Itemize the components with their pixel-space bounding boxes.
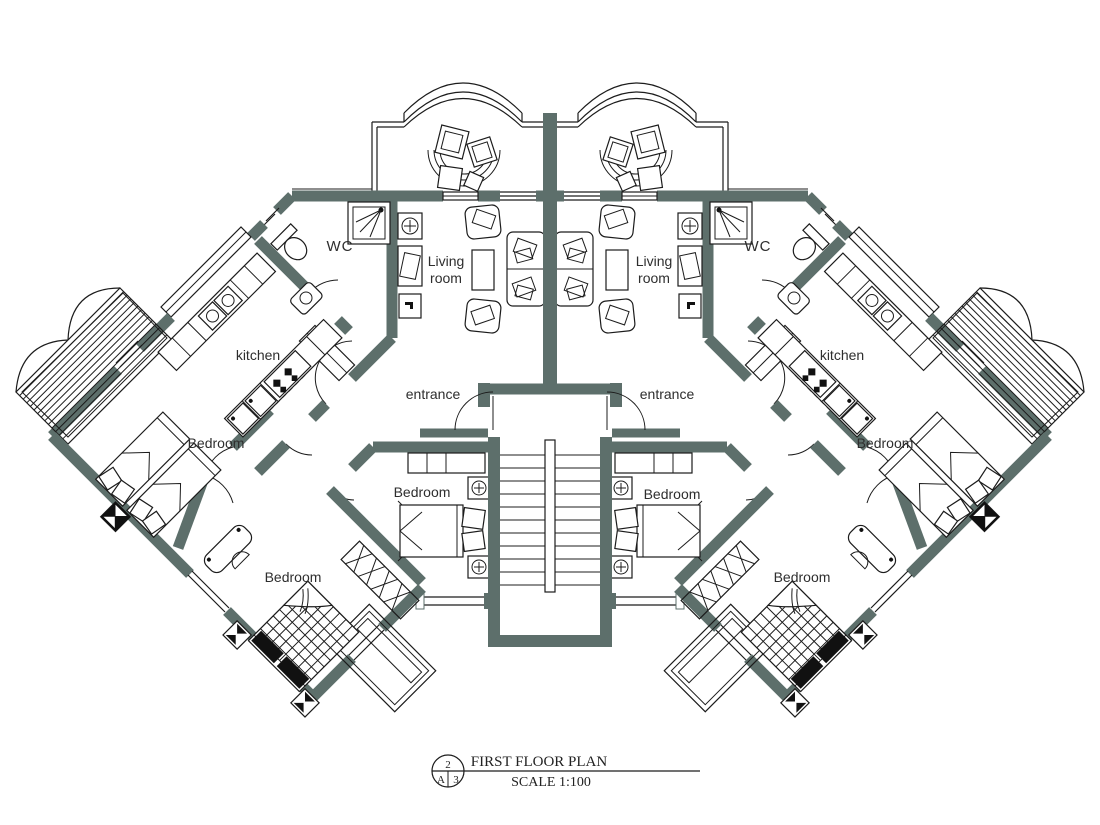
drawing-scale: SCALE 1:100 xyxy=(511,775,591,790)
wing-nw-wall xyxy=(48,313,175,440)
closet xyxy=(340,540,420,620)
terrace xyxy=(15,287,173,445)
wc-nw-wall xyxy=(247,192,296,241)
label-living-right-1: Living xyxy=(636,253,673,269)
living-room-furniture xyxy=(397,204,546,334)
label-bedroom-left-lower: Bedroom xyxy=(265,569,322,585)
apartment-unit-left xyxy=(15,82,550,718)
label-entrance-left: entrance xyxy=(406,386,461,402)
label-kitchen-right: kitchen xyxy=(820,347,864,363)
room-labels: WC WC Living room Living room kitchen ki… xyxy=(188,238,914,585)
ref-number-top: 2 xyxy=(445,759,451,771)
center-bedroom-walls xyxy=(326,428,492,610)
upper-bedroom-furniture xyxy=(94,411,222,539)
label-entrance-right: entrance xyxy=(640,386,695,402)
kitchen-fixtures xyxy=(157,252,343,438)
label-wc-right: WC xyxy=(745,238,772,255)
north-wall xyxy=(292,188,545,202)
label-living-right-2: room xyxy=(638,270,670,286)
ref-number-right: 3 xyxy=(453,774,459,786)
kitchen-bay-window xyxy=(160,226,252,318)
label-bedroom-right-upper: Bedroom xyxy=(857,435,914,451)
stair-stringer xyxy=(544,439,556,593)
lower-bedroom-furniture xyxy=(203,524,360,718)
label-living-left-2: room xyxy=(430,270,462,286)
label-living-left-1: Living xyxy=(428,253,465,269)
ref-letter-left: A xyxy=(437,774,445,786)
washbasin xyxy=(290,282,323,315)
label-kitchen-left: kitchen xyxy=(236,347,280,363)
label-bedroom-left-center: Bedroom xyxy=(394,484,451,500)
label-bedroom-right-center: Bedroom xyxy=(644,486,701,502)
lower-bedroom-se-wall xyxy=(309,584,426,701)
label-bedroom-right-lower: Bedroom xyxy=(774,569,831,585)
label-bedroom-left-upper: Bedroom xyxy=(188,435,245,451)
label-wc-left: WC xyxy=(327,238,354,255)
balcony-top xyxy=(371,82,543,196)
wc-fixtures xyxy=(270,201,391,315)
toilet xyxy=(270,223,308,261)
center-bedroom-furniture xyxy=(397,452,491,579)
center-core xyxy=(488,113,612,647)
stairwell xyxy=(488,437,612,647)
title-block: 2 A 3 FIRST FLOOR PLAN SCALE 1:100 xyxy=(431,754,700,790)
drawing-title: FIRST FLOOR PLAN xyxy=(471,754,608,770)
party-wall xyxy=(543,113,557,389)
vestibule xyxy=(454,383,550,431)
apartment-unit-right xyxy=(550,83,1084,717)
